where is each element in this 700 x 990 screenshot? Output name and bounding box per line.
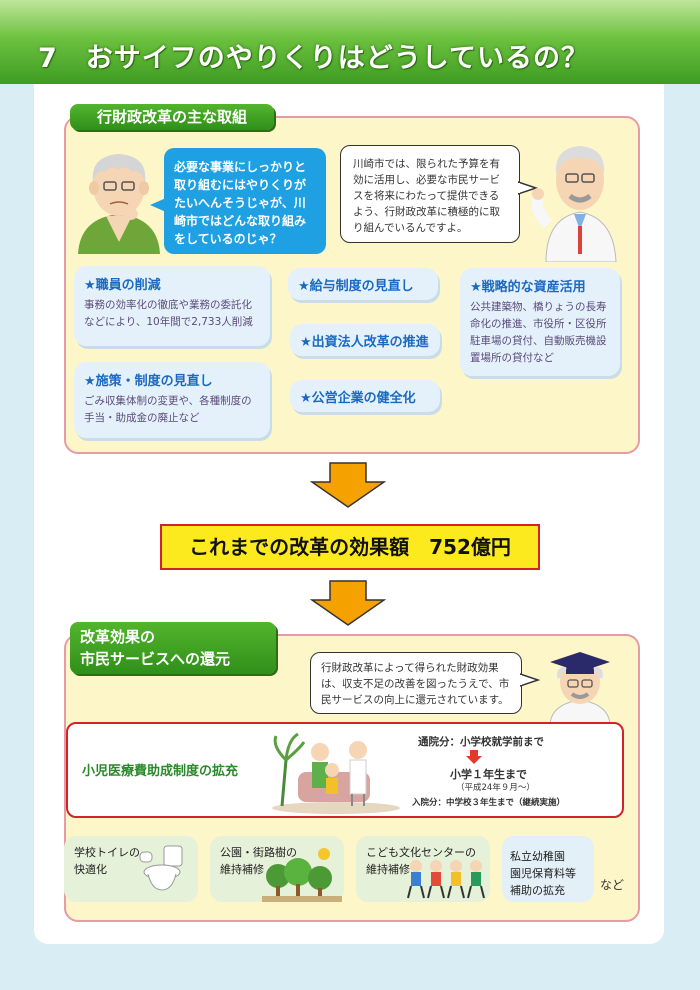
- park-trees-icon: [262, 848, 342, 902]
- card-line: 園児保育料等: [510, 867, 576, 880]
- card-line: 補助の拡充: [510, 884, 565, 897]
- card-line: 学校トイレの: [74, 846, 140, 859]
- card-line: 維持補修: [220, 863, 264, 876]
- inpatient-coverage: 入院分：中学校３年生まで（継続実施）: [412, 798, 566, 808]
- elder-speech-bubble: 必要な事業にしっかりと取り組むにはやりくりがたいへんそうじゃが、川崎市ではどんな…: [164, 148, 326, 254]
- doctor-bubble-tail: [518, 181, 538, 195]
- toilet-icon: [139, 845, 183, 891]
- outpatient-after: 小学１年生まで: [450, 768, 527, 781]
- card-line: 公園・街路樹の: [220, 846, 297, 859]
- etc-label: など: [600, 878, 625, 892]
- down-arrow-icon: [310, 462, 386, 508]
- reform-effect-amount: これまでの改革の効果額 752億円: [160, 524, 540, 570]
- section-initiatives-tab: 行財政改革の主な取組: [70, 104, 274, 130]
- outpatient-date: （平成24年９月～）: [456, 783, 535, 793]
- down-arrow-icon: [310, 580, 386, 626]
- initiative-asset-utilization: ★戦略的な資産活用 公共建築物、橋りょうの長寿命化の推進、市役所・区役所駐車場の…: [460, 268, 620, 376]
- section-return-tab: 改革効果の 市民サービスへの還元: [70, 622, 276, 674]
- initiative-staff-reduction: ★職員の削減 事務の効率化の徹底や業務の委託化などにより、10年間で2,733人…: [74, 266, 270, 346]
- red-down-arrow-icon: [466, 750, 482, 764]
- elder-man-illustration: [78, 154, 160, 254]
- initiative-title: ★出資法人改革の推進: [300, 335, 429, 350]
- initiative-corporation-reform: ★出資法人改革の推進: [290, 324, 440, 356]
- section-return-tab-line1: 改革効果の: [80, 628, 156, 646]
- initiative-salary-review: ★給与制度の見直し: [288, 268, 438, 300]
- header-band: [0, 0, 700, 84]
- outpatient-before: 通院分：小学校就学前まで: [418, 736, 544, 748]
- initiative-title: ★戦略的な資産活用: [470, 280, 586, 295]
- initiative-policy-review: ★施策・制度の見直し ごみ収集体制の変更や、各種制度の手当・助成金の廃止など: [74, 362, 270, 438]
- initiative-body: 事務の効率化の徹底や業務の委託化などにより、10年間で2,733人削減: [84, 299, 253, 328]
- initiative-title: ★給与制度の見直し: [298, 279, 414, 294]
- initiative-body: 公共建築物、橋りょうの長寿命化の推進、市役所・区役所駐車場の貸付、自動販売機設置…: [470, 301, 607, 364]
- card-line: 快適化: [74, 863, 107, 876]
- card-line: 維持補修: [366, 863, 410, 876]
- children-playing-icon: [407, 860, 485, 899]
- card-line: 私立幼稚園: [510, 850, 565, 863]
- initiative-title: ★公営企業の健全化: [300, 391, 416, 406]
- initiative-title: ★職員の削減: [84, 278, 161, 293]
- service-card-kindergarten: 私立幼稚園 園児保育料等 補助の拡充: [502, 836, 594, 902]
- initiative-body: ごみ収集体制の変更や、各種制度の手当・助成金の廃止など: [84, 395, 252, 424]
- section-return-tab-line2: 市民サービスへの還元: [80, 650, 231, 668]
- graduate-doctor-illustration: [549, 652, 611, 724]
- elder-bubble-tail: [150, 198, 166, 212]
- doctor-illustration: [532, 146, 617, 262]
- initiative-enterprise-health: ★公営企業の健全化: [290, 380, 440, 412]
- medical-subsidy-title: 小児医療費助成制度の拡充: [82, 764, 239, 779]
- card-line: こども文化センターの: [366, 846, 476, 859]
- initiative-title: ★施策・制度の見直し: [84, 374, 213, 389]
- doctor-bubble-tail: [520, 673, 540, 687]
- doctor-speech-bubble: 川崎市では、限られた予算を有効に活用し、必要な市民サービスを将来にわたって提供で…: [340, 145, 520, 243]
- doctor-speech-bubble-2: 行財政改革によって得られた財政効果は、収支不足の改善を図ったうえで、市民サービス…: [310, 652, 522, 714]
- page-title: 7 おサイフのやりくりはどうしているの？: [38, 43, 589, 74]
- family-illustration: [272, 732, 400, 814]
